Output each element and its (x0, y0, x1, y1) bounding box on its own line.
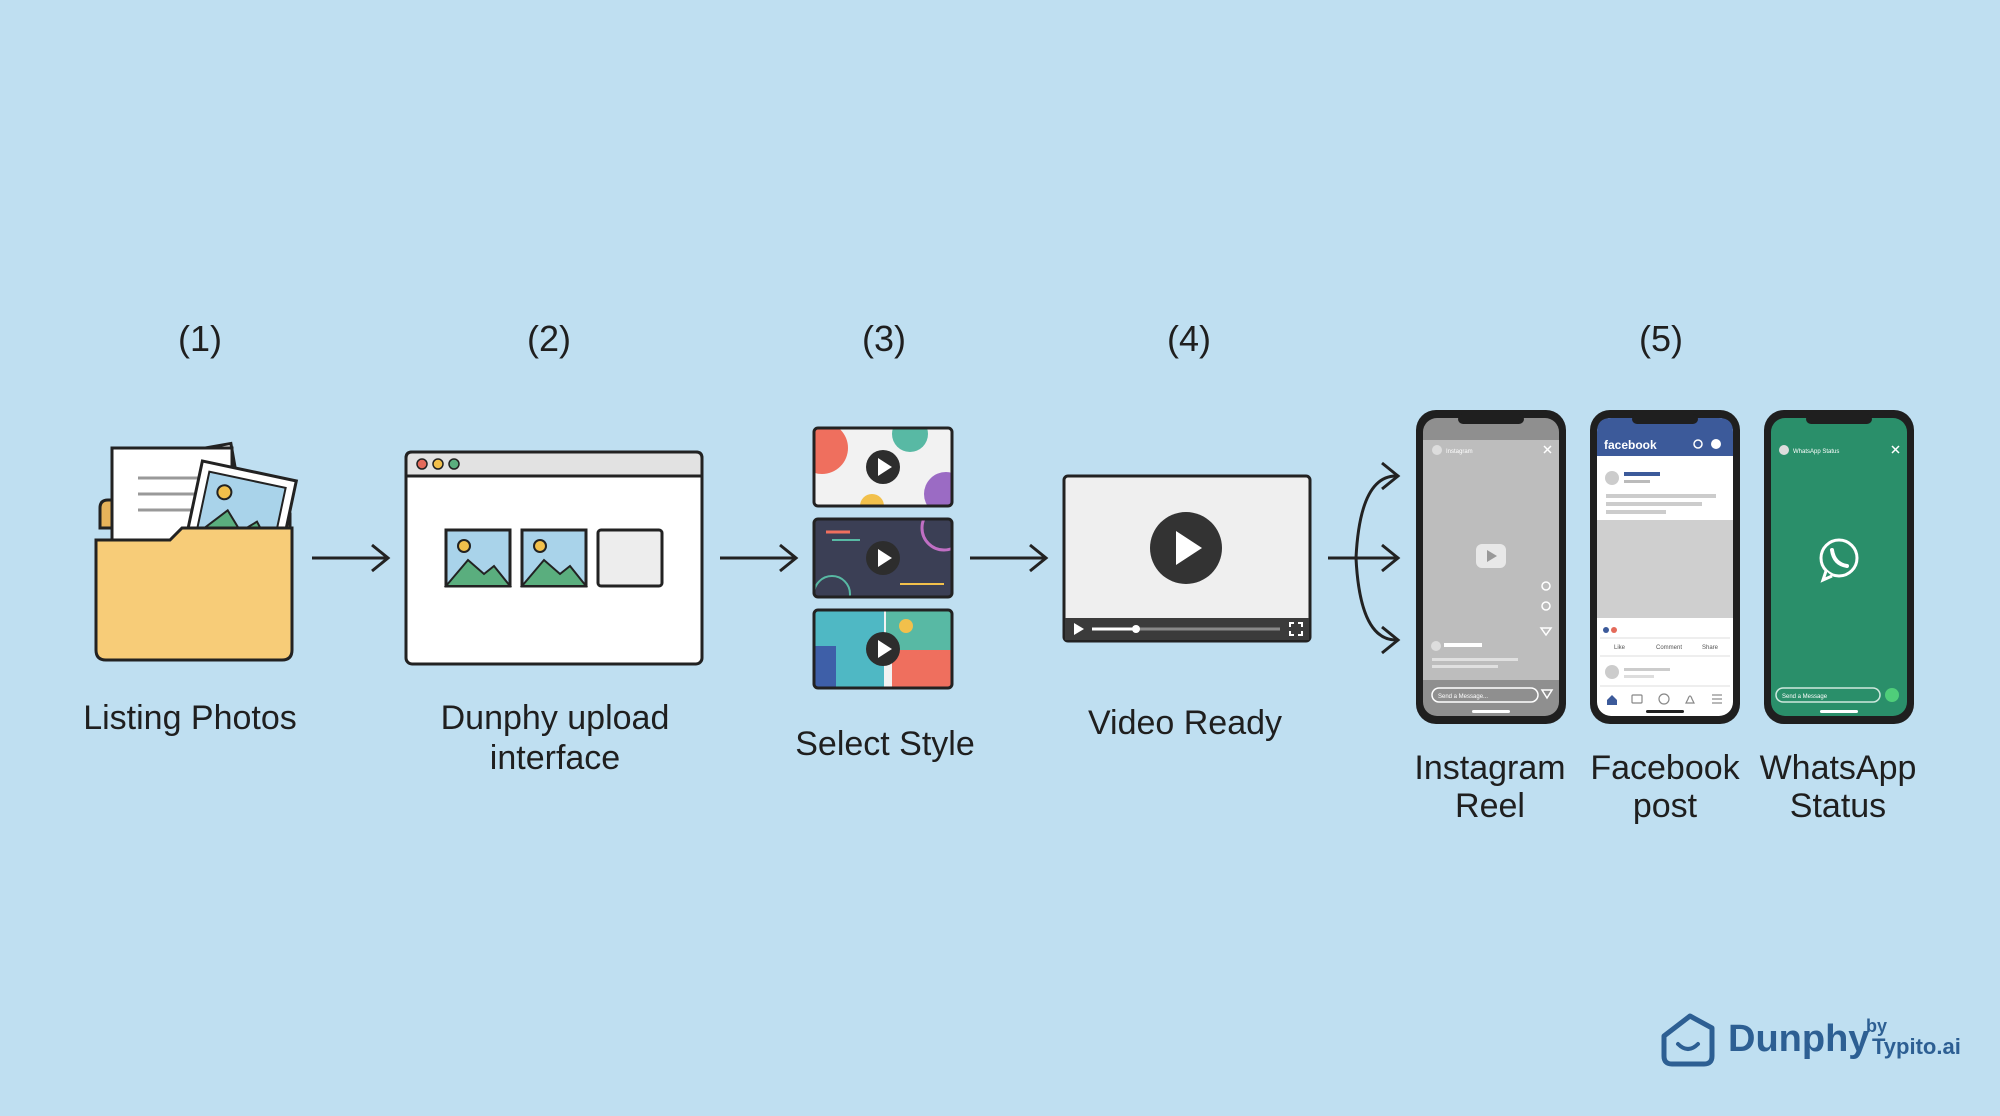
step-2-label-line1: Dunphy upload (440, 699, 670, 737)
send-icon (1540, 689, 1554, 700)
whatsapp-label-line2: Status (1789, 787, 1887, 825)
brand-sub: Typito.ai (1872, 1034, 1961, 1059)
video-icon (1631, 694, 1643, 704)
whatsapp-message-input: Send a Message (1782, 694, 1828, 700)
whatsapp-logo-icon (1819, 538, 1859, 583)
branch-arrows (1328, 461, 1401, 655)
image-thumbnail-icon (519, 528, 589, 588)
instagram-label-line2: Reel (1455, 787, 1525, 825)
close-icon (1891, 445, 1900, 454)
heart-icon (1541, 581, 1551, 591)
brand-by: by (1866, 1016, 1888, 1036)
search-icon (1693, 439, 1703, 449)
bell-icon (1685, 695, 1695, 704)
share-icon (1539, 627, 1553, 637)
image-thumbnail-icon (443, 528, 513, 588)
facebook-phone: facebook Like Comment Share (1590, 410, 1740, 724)
brand-name: Dunphy (1728, 1018, 1870, 1060)
style-option-1 (812, 426, 954, 508)
step-1-label: Listing Photos (83, 699, 297, 737)
empty-upload-slot (596, 528, 664, 588)
share-action: Share (1702, 645, 1719, 651)
menu-icon (1712, 694, 1722, 704)
step-2-number: (2) (527, 318, 571, 359)
comment-action: Comment (1656, 645, 1682, 651)
step-4-label: Video Ready (1087, 704, 1283, 742)
fullscreen-icon (1289, 622, 1303, 636)
step-3-label: Select Style (795, 725, 975, 763)
home-icon (1607, 695, 1617, 705)
whatsapp-screen-title: WhatsApp Status (1793, 449, 1839, 455)
instagram-label-line1: Instagram (1414, 749, 1566, 787)
comment-icon (1541, 601, 1551, 611)
step-3-number: (3) (862, 318, 906, 359)
play-icon (1074, 623, 1084, 635)
facebook-screen-title: facebook (1604, 438, 1657, 452)
arrow-2 (720, 543, 799, 573)
folder-photos-icon (94, 441, 299, 662)
instagram-screen-title: Instagram (1446, 449, 1473, 455)
messenger-icon (1711, 439, 1721, 449)
facebook-label-line2: post (1632, 787, 1698, 825)
arrow-3 (970, 543, 1049, 573)
video-player (1062, 474, 1312, 643)
groups-icon (1658, 693, 1670, 705)
step-1-number: (1) (178, 318, 222, 359)
step-2-label-line2: interface (489, 739, 621, 777)
style-option-3 (812, 608, 954, 690)
style-option-2 (812, 517, 954, 599)
dunphy-logo-icon (1661, 1013, 1715, 1067)
whatsapp-label-line1: WhatsApp (1759, 749, 1917, 787)
step-4-number: (4) (1167, 318, 1211, 359)
step-5-number: (5) (1639, 318, 1683, 359)
like-action: Like (1614, 645, 1626, 651)
whatsapp-send-icon (1885, 688, 1899, 702)
instagram-message-input: Send a Message... (1438, 694, 1488, 700)
arrow-1 (312, 543, 391, 573)
upload-interface-window (404, 450, 704, 666)
facebook-label-line1: Facebook (1590, 749, 1740, 787)
close-icon (1543, 445, 1552, 454)
whatsapp-phone: WhatsApp Status Send a Message (1764, 410, 1914, 724)
instagram-phone: Instagram Send a Message... (1416, 410, 1566, 724)
